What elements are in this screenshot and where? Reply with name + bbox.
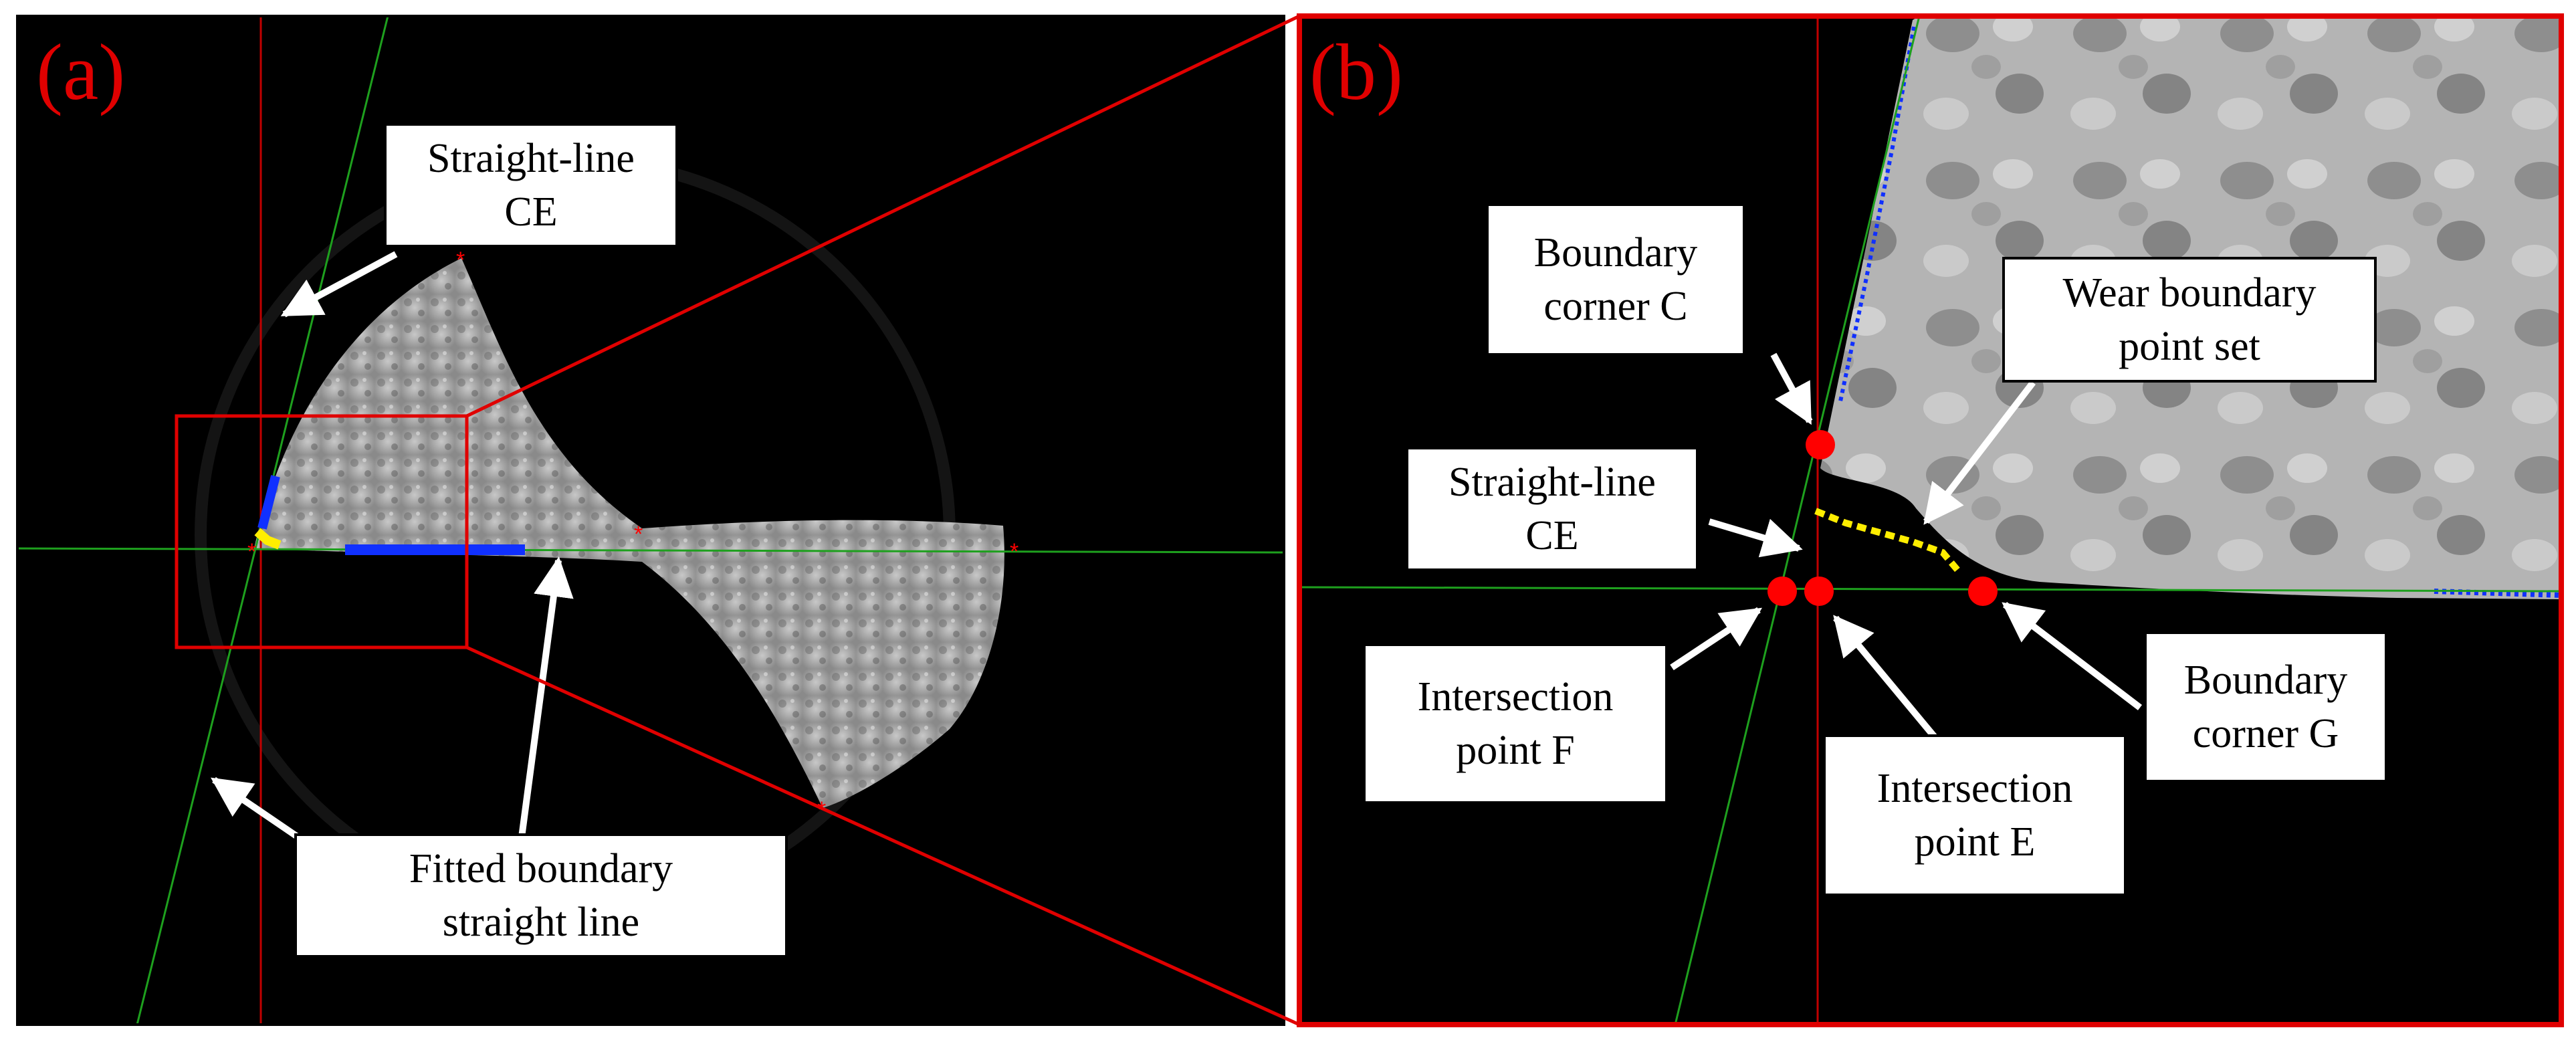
arrow-straight-line-ce-b — [1708, 518, 1803, 558]
callout-line-1: Intersection — [1876, 766, 2073, 811]
wear-boundary-point-set — [1814, 508, 1963, 577]
intersection-point-e-marker — [1804, 577, 1834, 606]
callout-line-2: point E — [1914, 819, 2036, 865]
callout-intersection-point-f: Intersection point F — [1363, 643, 1668, 804]
callout-line-2: corner G — [2192, 711, 2339, 756]
zoom-connector-bottom — [465, 645, 1301, 1027]
callout-straight-line-ce-a: Straight-line CE — [384, 123, 678, 247]
callout-line-2: CE — [1525, 513, 1579, 558]
callout-line-1: Wear boundary — [2062, 270, 2317, 316]
callout-line-1: Boundary — [1533, 230, 1698, 276]
panel-a-frame — [16, 15, 1285, 1026]
callout-line-2: CE — [504, 189, 558, 235]
corner-marker-top: * — [456, 247, 465, 273]
callout-fitted-boundary: Fitted boundary straight line — [294, 833, 788, 958]
boundary-points-right-b — [2434, 589, 2561, 598]
callout-straight-line-ce-b: Straight-line CE — [1406, 447, 1699, 571]
intersection-point-f-marker — [1767, 577, 1797, 606]
callout-line-1: Fitted boundary — [409, 846, 673, 892]
arrow-fitted-diag — [211, 776, 306, 845]
corner-marker-right: * — [1010, 539, 1018, 564]
arrow-straight-line-ce-a — [280, 251, 398, 318]
callout-boundary-corner-g: Boundary corner G — [2144, 631, 2387, 782]
arrow-intersection-f — [1670, 607, 1763, 671]
callout-line-1: Straight-line — [427, 136, 635, 181]
arrow-intersection-e — [1833, 615, 1941, 744]
callout-line-2: point set — [2119, 324, 2260, 369]
panel-b-label: (b) — [1309, 27, 1403, 116]
callout-line-1: Intersection — [1417, 674, 1614, 720]
boundary-corner-c-marker — [1806, 430, 1835, 459]
callout-line-2: corner C — [1543, 284, 1688, 329]
panel-a-label: (a) — [36, 27, 126, 116]
callout-line-2: point F — [1456, 728, 1575, 773]
wear-point-cluster-a — [254, 528, 282, 550]
reference-line-horizontal-b — [1299, 586, 2561, 593]
boundary-points-short — [257, 475, 280, 530]
corner-marker-left: * — [247, 539, 256, 564]
arrow-fitted-segment — [518, 556, 574, 838]
arrow-boundary-corner-g — [2002, 602, 2143, 710]
callout-boundary-corner-c: Boundary corner C — [1486, 203, 1745, 356]
callout-line-1: Boundary — [2183, 657, 2348, 703]
specimen-shape — [254, 258, 1004, 808]
arrow-boundary-corner-c — [1770, 352, 1813, 425]
callout-intersection-point-e: Intersection point E — [1823, 734, 2127, 896]
zoom-connector-top — [465, 14, 1301, 418]
callout-line-2: straight line — [442, 900, 640, 945]
callout-wear-boundary-point-set: Wear boundary point set — [2002, 257, 2377, 383]
corner-marker-mid: * — [634, 522, 643, 547]
zoom-region-box — [175, 414, 469, 649]
boundary-corner-g-marker — [1968, 577, 1998, 606]
arrow-wear-boundary — [1923, 380, 2036, 525]
callout-line-1: Straight-line — [1448, 459, 1656, 505]
reference-line-horizontal-a — [17, 547, 1284, 554]
panel-b-frame — [1297, 13, 2564, 1027]
